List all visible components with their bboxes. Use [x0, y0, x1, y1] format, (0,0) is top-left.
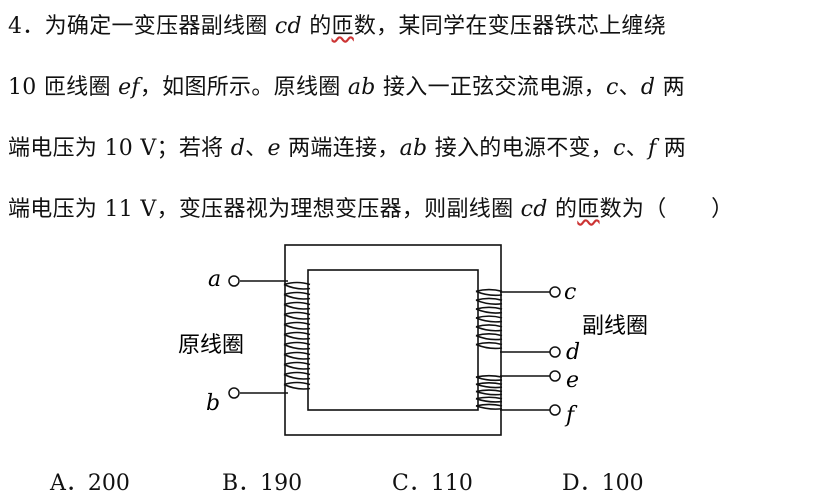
terminal-e	[549, 370, 561, 382]
coil-turn	[283, 341, 311, 350]
coil-turn	[283, 351, 311, 360]
coil-turn	[475, 382, 503, 389]
var-c: c	[605, 75, 619, 100]
text-underlined: 匝	[577, 197, 600, 222]
text: 两	[655, 75, 685, 100]
question-line-2: 10 匝线圈 ef，如图所示。原线圈 ab 接入一正弦交流电源，c、d 两	[8, 69, 685, 101]
text: 4．为确定一变压器副线圈	[8, 14, 275, 39]
var-c: c	[613, 136, 626, 161]
secondary-coil-ef	[475, 374, 503, 410]
terminal-d	[549, 346, 561, 358]
coil-turn	[475, 315, 503, 323]
text: 数为（ ）	[599, 197, 734, 222]
option-value: 110	[430, 471, 473, 496]
coil-turn	[283, 321, 311, 330]
text: ，如图所示。原线圈	[139, 75, 348, 100]
option-b[interactable]: B．190	[222, 465, 302, 497]
text: 10 匝线圈	[8, 75, 119, 100]
var-e: e	[267, 136, 281, 161]
var-ef: ef	[118, 75, 140, 100]
terminal-a	[228, 275, 240, 287]
option-c[interactable]: C．110	[392, 465, 473, 497]
coil-turn	[475, 396, 503, 403]
label-a: a	[208, 267, 221, 292]
core-outer	[284, 244, 502, 436]
coil-turn	[283, 311, 311, 320]
text: 、	[625, 136, 649, 161]
option-value: 100	[601, 471, 644, 496]
coil-turn	[283, 281, 311, 290]
text: 数，某同学在变压器铁芯上缠绕	[353, 14, 667, 39]
coil-turn	[283, 371, 311, 380]
option-value: 190	[260, 471, 303, 496]
coil-turn	[475, 306, 503, 314]
coil-turn	[475, 403, 503, 410]
label-e: e	[566, 368, 579, 393]
text-underlined: 匝	[331, 14, 354, 39]
option-letter: B．	[222, 471, 261, 496]
text: 接入的电源不变，	[427, 136, 614, 161]
coil-turn	[283, 381, 311, 390]
coil-turn	[475, 341, 503, 350]
primary-coil-label: 原线圈	[178, 333, 244, 358]
secondary-coil-cd	[475, 288, 503, 350]
var-f: f	[648, 136, 657, 161]
label-f: f	[564, 403, 578, 428]
coil-turn	[475, 374, 503, 382]
primary-coil	[283, 281, 311, 390]
coil-turn	[475, 297, 503, 305]
option-a[interactable]: A．200	[50, 465, 130, 497]
coil-turn	[475, 288, 503, 297]
terminal-b	[228, 387, 240, 399]
secondary-coil-label: 副线圈	[582, 314, 648, 339]
var-ab: ab	[399, 136, 428, 161]
core-inner	[307, 269, 479, 411]
text: 两	[656, 136, 687, 161]
text: 的	[547, 197, 578, 222]
terminal-f	[549, 404, 561, 416]
var-d: d	[230, 136, 246, 161]
coil-turn	[283, 361, 311, 370]
coil-turn	[283, 291, 311, 300]
question-line-3: 端电压为 10 V；若将 d、e 两端连接，ab 接入的电源不变，c、f 两	[8, 130, 686, 162]
option-letter: A．	[50, 471, 88, 496]
question-line-1: 4．为确定一变压器副线圈 cd 的匝数，某同学在变压器铁芯上缠绕	[8, 8, 666, 40]
var-cd: cd	[274, 14, 302, 39]
var-cd: cd	[520, 197, 548, 222]
text: 两端连接，	[280, 136, 400, 161]
text: 端电压为 10 V；若将	[8, 136, 231, 161]
option-letter: C．	[392, 471, 431, 496]
question-line-4: 端电压为 11 V，变压器视为理想变压器，则副线圈 cd 的匝数为（ ）	[8, 191, 733, 223]
var-d: d	[640, 75, 656, 100]
coil-turn	[475, 333, 503, 341]
coil-turn	[283, 301, 311, 310]
option-value: 200	[87, 471, 130, 496]
coil-turn	[283, 331, 311, 340]
text: 端电压为 11 V，变压器视为理想变压器，则副线圈	[8, 197, 521, 222]
terminal-c	[549, 286, 561, 298]
option-letter: D．	[562, 471, 602, 496]
label-c: c	[564, 280, 576, 305]
text: 接入一正弦交流电源，	[375, 75, 606, 100]
var-ab: ab	[347, 75, 376, 100]
label-b: b	[206, 391, 220, 416]
text: 、	[245, 136, 268, 161]
coil-turn	[475, 324, 503, 332]
coil-turn	[475, 389, 503, 396]
answer-options: A．200 B．190 C．110 D．100	[0, 465, 830, 497]
text: 的	[301, 14, 332, 39]
option-d[interactable]: D．100	[562, 465, 644, 497]
text: 、	[618, 75, 641, 100]
label-d: d	[566, 340, 580, 365]
